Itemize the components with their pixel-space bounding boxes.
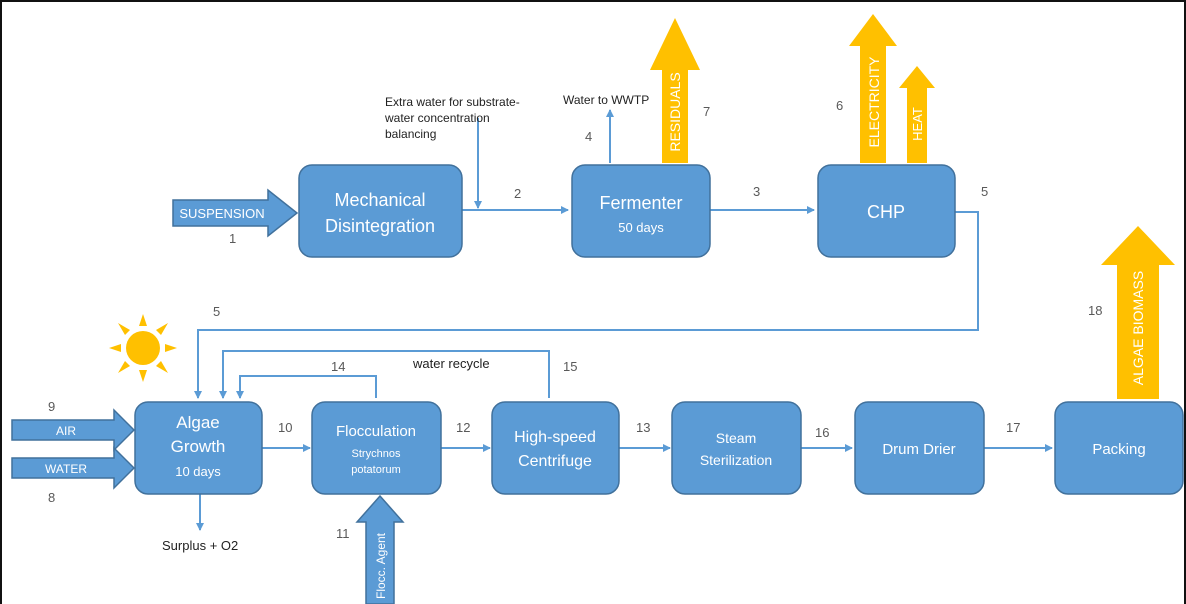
chp-box: CHP [817,164,956,258]
heat-label: HEAT [910,107,925,141]
algae-biomass-arrow: ALGAE BIOMASS [1101,226,1175,399]
algae-growth-box: Algae Growth 10 days [134,401,263,495]
mechanical-disintegration-box: Mechanical Disintegration [298,164,463,258]
drum-drier-box: Drum Drier [854,401,985,495]
stream-number-7: 7 [703,104,710,119]
algae-biomass-label: ALGAE BIOMASS [1130,271,1146,385]
flocculation-title: Flocculation [336,423,416,440]
stream-14-line [236,375,377,399]
stream-number-10: 10 [278,420,292,435]
flocc-agent-arrow: Flocc. Agent [355,494,405,604]
mechanical-title: Mechanical [334,190,425,210]
stream-number-1: 1 [229,231,236,246]
stream-number-9: 9 [48,399,55,414]
fermenter-duration: 50 days [618,220,664,235]
electricity-label: ELECTRICITY [866,56,882,148]
air-arrow: AIR [11,408,136,452]
stream-number-6: 6 [836,98,843,113]
water-label: WATER [45,462,87,476]
suspension-label: SUSPENSION [179,206,264,221]
air-label: AIR [56,424,76,438]
surplus-o2-label: Surplus + O2 [162,538,238,553]
sterilization-title: Sterilization [700,452,772,468]
extra-water-label-line1: Extra water for substrate- [385,95,520,109]
stream-number-14: 14 [331,359,345,374]
disintegration-title: Disintegration [325,216,435,236]
stream-number-17: 17 [1006,420,1020,435]
stream-numbers: 1 2 3 4 5 5 6 7 8 9 10 11 12 13 14 15 16… [48,98,1102,541]
extra-water-label-line2: water concentration [384,111,490,125]
steam-title: Steam [716,430,756,446]
stream-number-5-top: 5 [981,184,988,199]
water-arrow: WATER [11,446,136,490]
growth-title: Growth [171,437,226,456]
suspension-arrow: SUSPENSION [172,188,299,238]
packing-box: Packing [1054,401,1184,495]
fermenter-box: Fermenter 50 days [571,164,711,258]
heat-arrow: HEAT [899,66,935,163]
electricity-arrow: ELECTRICITY [849,14,897,163]
fermenter-title: Fermenter [599,193,682,213]
stream-number-12: 12 [456,420,470,435]
flow-lines [194,109,1053,531]
stream-number-2: 2 [514,186,521,201]
flocculation-box: Flocculation Strychnos potatorum [311,401,442,495]
high-speed-centrifuge-box: High-speed Centrifuge [491,401,620,495]
algae-duration: 10 days [175,464,221,479]
stream-number-3: 3 [753,184,760,199]
drum-drier-title: Drum Drier [882,441,955,458]
water-to-wwtp-label: Water to WWTP [563,93,649,107]
residuals-label: RESIDUALS [667,72,683,151]
residuals-arrow: RESIDUALS [650,18,700,163]
chp-title: CHP [867,202,905,222]
stream-number-11: 11 [336,526,350,541]
stream-number-18: 18 [1088,303,1102,318]
water-recycle-line [219,350,550,399]
stream-number-5-bottom: 5 [213,304,220,319]
stream-number-15: 15 [563,359,577,374]
stream-number-16: 16 [815,425,829,440]
high-speed-title: High-speed [514,429,596,446]
flocc-agent-label: Flocc. Agent [374,532,388,599]
centrifuge-title: Centrifuge [518,453,592,470]
water-recycle-label: water recycle [412,356,490,371]
flocculation-agent-genus: Strychnos [352,448,401,460]
stream-5-return-line [194,211,979,399]
sun-icon [109,314,177,382]
stream-number-8: 8 [48,490,55,505]
packing-title: Packing [1092,441,1145,458]
algae-title: Algae [176,413,219,432]
flocculation-agent-species: potatorum [351,464,401,476]
stream-number-13: 13 [636,420,650,435]
extra-water-label-line3: balancing [385,127,436,141]
stream-number-4: 4 [585,129,592,144]
steam-sterilization-box: Steam Sterilization [671,401,802,495]
